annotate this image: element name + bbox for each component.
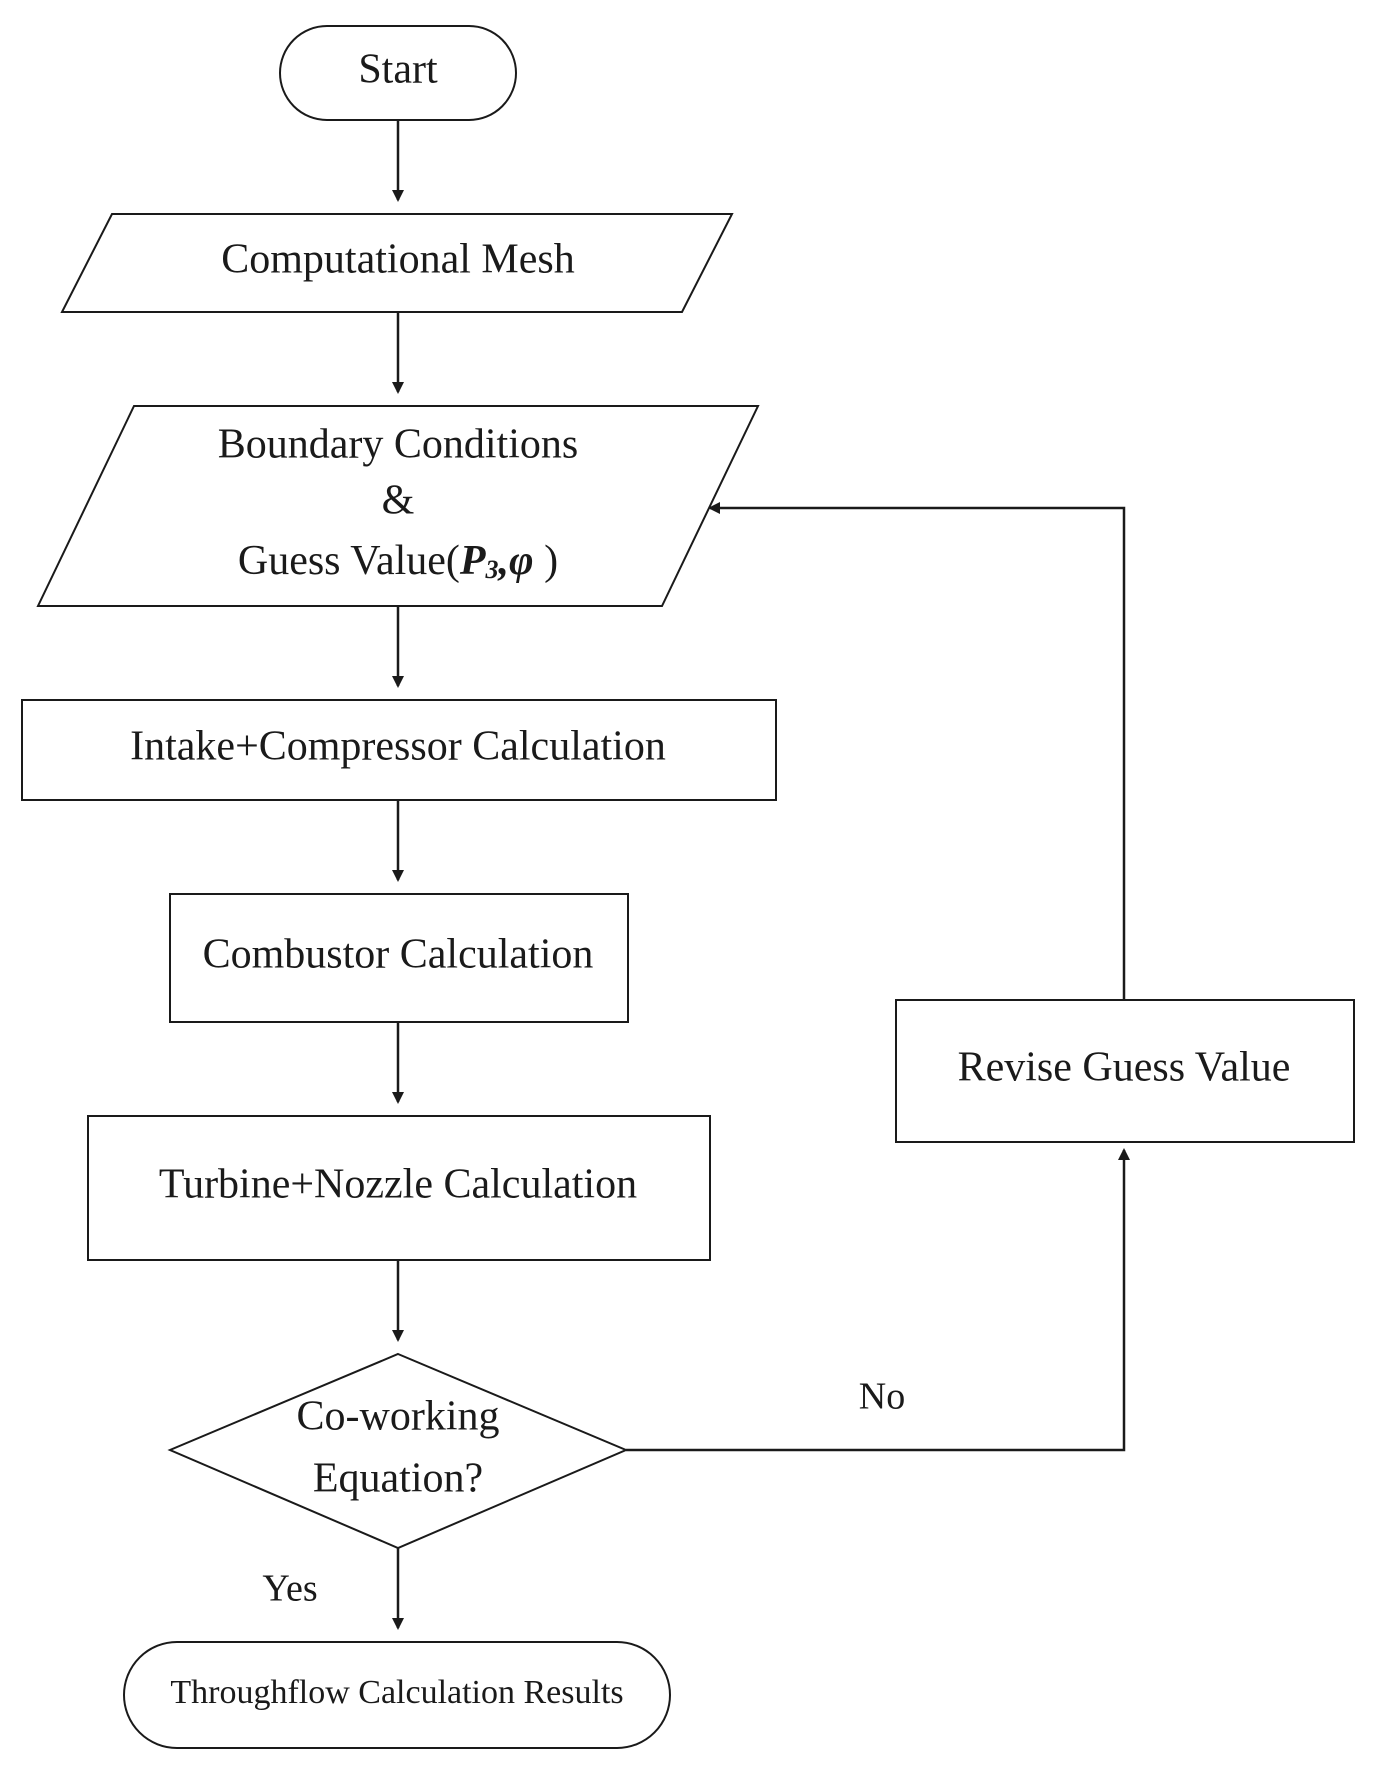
results-node: Throughflow Calculation Results [123,1641,671,1749]
combustor-process-shape [169,893,629,1023]
intake-process-shape [21,699,777,801]
results-terminal-shape [123,1641,671,1749]
p3-subscript: 3 [485,555,499,584]
p3-symbol: P [459,538,486,584]
revise-node: Revise Guess Value [895,999,1355,1143]
combustor-label: Combustor Calculation [203,932,594,978]
boundary-label-line2: & [382,478,415,524]
revise-process-shape [895,999,1355,1143]
intake-node: Intake+Compressor Calculation [21,699,777,801]
revise-label: Revise Guess Value [958,1045,1291,1091]
edge-revise-to-boundary [708,502,1126,1000]
guess-value-comma: , [498,538,510,584]
results-label: Throughflow Calculation Results [170,1674,623,1711]
turbine-process-shape [87,1115,711,1261]
edge-decision-to-revise-no [626,1148,1130,1452]
boundary-parallelogram-shape [36,405,760,607]
start-terminal-shape [279,25,517,121]
start-node: Start [279,25,517,121]
phi-symbol: φ [509,538,534,584]
decision-label-line2: Equation? [313,1456,483,1502]
decision-label-line1: Co-working [297,1394,500,1440]
decision-diamond-shape [167,1352,629,1550]
mesh-node: Computational Mesh [60,213,734,313]
edges [392,120,1130,1630]
mesh-parallelogram-shape [60,213,734,313]
intake-label: Intake+Compressor Calculation [130,724,666,770]
guess-value-prefix: Guess Value( [238,538,460,584]
guess-value-suffix: ) [534,538,559,584]
mesh-label: Computational Mesh [221,237,574,283]
turbine-node: Turbine+Nozzle Calculation [87,1115,711,1261]
edge-label-yes: Yes [262,1568,317,1610]
boundary-label-line1: Boundary Conditions [218,422,579,468]
turbine-label: Turbine+Nozzle Calculation [159,1162,637,1208]
edge-label-no: No [859,1376,905,1418]
combustor-node: Combustor Calculation [169,893,629,1023]
start-label: Start [358,47,438,93]
boundary-node: Boundary Conditions & Guess Value(P3,φ ) [36,405,760,607]
boundary-label-line3: Guess Value(P3,φ ) [238,538,558,584]
decision-node: Co-working Equation? [167,1352,629,1550]
